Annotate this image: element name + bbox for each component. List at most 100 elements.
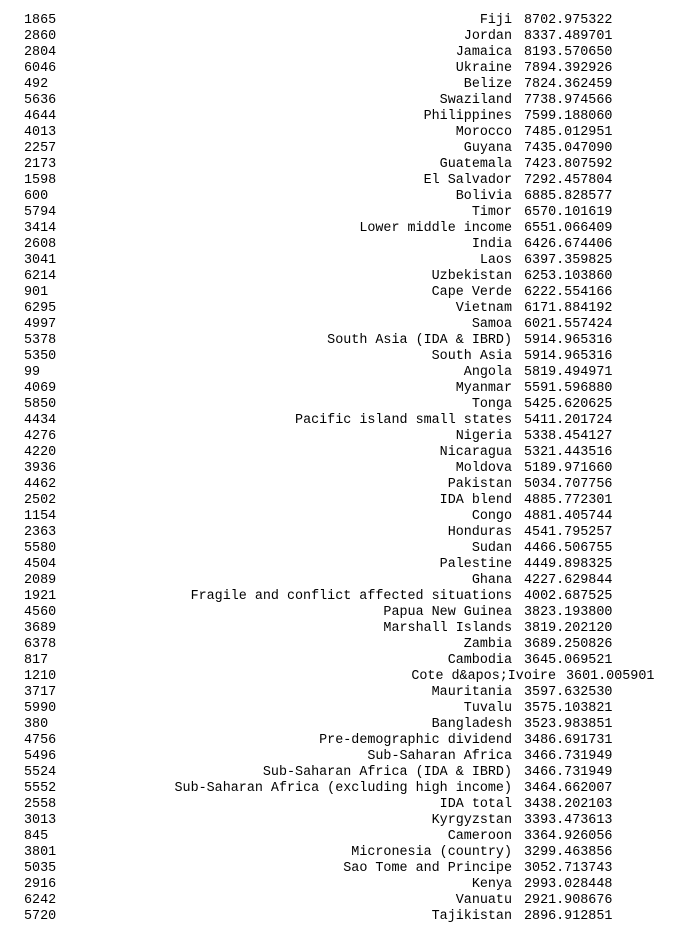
row-name: Sao Tome and Principe [343,861,512,876]
row-id: 4997 [24,317,57,332]
row-value: 5338.454127 [524,429,613,444]
row-name: Vanuatu [455,893,512,908]
row-name: Angola [463,365,512,380]
row-value: 6171.884192 [524,301,613,316]
row-name: Cambodia [447,653,512,668]
row-id: 5496 [24,749,57,764]
row-value: 3689.250826 [524,637,613,652]
row-value: 4227.629844 [524,573,613,588]
row-value: 6426.674406 [524,237,613,252]
row-name: Honduras [447,525,512,540]
row-name: Sub-Saharan Africa [367,749,512,764]
row-id: 4069 [24,381,57,396]
row-name: Laos [479,253,512,268]
row-id: 5850 [24,397,57,412]
row-id: 5794 [24,205,57,220]
row-value: 3438.202103 [524,797,613,812]
row-name: Fragile and conflict affected situations [190,589,512,604]
row-value: 3575.103821 [524,701,613,716]
row-name: Ghana [471,573,512,588]
table-row: 3689 Marshall Islands 3819.202120 [24,621,680,637]
row-value: 2921.908676 [524,893,613,908]
row-name: Papua New Guinea [383,605,512,620]
row-id: 4462 [24,477,57,492]
row-value: 2896.912851 [524,909,613,924]
row-id: 2089 [24,573,57,588]
row-name: India [471,237,512,252]
row-id: 2608 [24,237,57,252]
row-value: 3523.983851 [524,717,613,732]
row-value: 4885.772301 [524,493,613,508]
row-id: 2257 [24,141,57,156]
row-id: 1921 [24,589,57,604]
row-value: 7485.012951 [524,125,613,140]
row-value: 7824.362459 [524,77,613,92]
row-value: 4002.687525 [524,589,613,604]
row-name: Philippines [423,109,512,124]
row-id: 2916 [24,877,57,892]
row-name: Sub-Saharan Africa (excluding high incom… [174,781,513,796]
row-value: 2993.028448 [524,877,613,892]
row-name: Nigeria [455,429,512,444]
row-value: 6397.359825 [524,253,613,268]
table-row: 2608 India 6426.674406 [24,237,680,253]
row-value: 3393.473613 [524,813,613,828]
row-value: 3364.926056 [524,829,613,844]
row-value: 5591.596880 [524,381,613,396]
row-name: Marshall Islands [383,621,512,636]
row-id: 2558 [24,797,57,812]
row-name: Zambia [463,637,512,652]
row-id: 4220 [24,445,57,460]
row-value: 3645.069521 [524,653,613,668]
row-id: 2804 [24,45,57,60]
row-id: 5720 [24,909,57,924]
row-id: 4504 [24,557,57,572]
row-value: 6551.066409 [524,221,613,236]
row-name: Ukraine [455,61,512,76]
row-name: Nicaragua [439,445,512,460]
row-name: Congo [471,509,512,524]
row-id: 2860 [24,29,57,44]
row-value: 3464.662007 [524,781,613,796]
row-name: Guatemala [439,157,512,172]
row-value: 3819.202120 [524,621,613,636]
row-value: 4449.898325 [524,557,613,572]
row-id: 492 [24,77,49,92]
row-name: Vietnam [455,301,512,316]
row-name: Cote d&apos;Ivoire [411,669,556,684]
row-name: Cape Verde [431,285,512,300]
row-value: 5034.707756 [524,477,613,492]
row-name: Moldova [455,461,512,476]
row-id: 845 [24,829,49,844]
row-id: 3801 [24,845,57,860]
row-name: Belize [463,77,512,92]
row-id: 600 [24,189,49,204]
row-value: 5189.971660 [524,461,613,476]
row-name: Timor [471,205,512,220]
row-name: Pacific island small states [295,413,512,428]
row-name: El Salvador [423,173,512,188]
row-id: 3689 [24,621,57,636]
row-value: 6222.554166 [524,285,613,300]
row-value: 8702.975322 [524,13,613,28]
